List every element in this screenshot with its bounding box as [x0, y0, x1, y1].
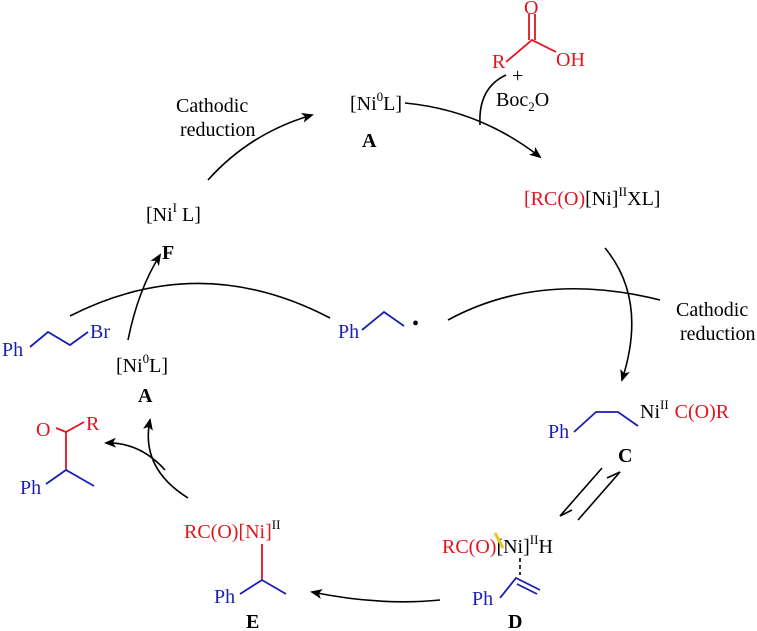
- cathodic-right-line1: Cathodic: [676, 299, 748, 321]
- bromide-br: Br: [90, 321, 110, 343]
- bromide-ph: Ph: [2, 339, 23, 361]
- phenethyl-bromide: Ph Br: [2, 321, 110, 361]
- arrow-f-to-a: [207, 112, 314, 181]
- arrow-a-to-f: [127, 253, 162, 341]
- d-ph: Ph: [472, 588, 493, 610]
- arrow-a-to-acyl: [404, 102, 542, 159]
- cathodic-left-line2: reduction: [180, 119, 256, 141]
- acid-r-group: R: [492, 51, 506, 73]
- e-ph: Ph: [214, 586, 235, 608]
- arrow-d-to-e: [310, 589, 441, 603]
- d-species-group: RC(O)[Ni]IIH Ph: [442, 532, 553, 610]
- ni0-top-species: [Ni0L]: [350, 89, 402, 115]
- arc-radical-left: [69, 282, 331, 319]
- equilibrium-arrow-forward: [559, 467, 603, 517]
- d-yellow-bond: [493, 532, 505, 549]
- label-f: F: [162, 242, 174, 264]
- plus-sign: +: [512, 65, 523, 87]
- equilibrium-head-forward: [559, 509, 573, 517]
- acid-oh: OH: [556, 49, 585, 71]
- acid-oxygen: O: [524, 0, 538, 19]
- ketone-product: O R Ph: [20, 413, 100, 499]
- label-c: C: [618, 445, 632, 467]
- arc-radical-right: [447, 288, 661, 321]
- radical-dot: •: [412, 313, 419, 335]
- cathodic-left-line1: Cathodic: [176, 95, 248, 117]
- radical-ph: Ph: [338, 321, 359, 343]
- arrow-acyl-to-c: [604, 247, 633, 382]
- d-nickel-hydride: RC(O)[Ni]IIH: [442, 532, 553, 558]
- acyl-nickel-species: [RC(O)[Ni]IIXL]: [524, 184, 660, 210]
- label-a-top: A: [362, 130, 377, 152]
- arrow-acid-addition: [479, 74, 507, 126]
- arrow-to-ketone: [104, 437, 166, 471]
- e-species-group: RC(O)[Ni]II Ph: [184, 517, 287, 608]
- label-a-left: A: [138, 385, 153, 407]
- label-e: E: [246, 611, 259, 631]
- boc2o-reagent: Boc2O: [496, 89, 549, 114]
- ni1-f-species: [NiI L]: [146, 200, 201, 226]
- phenethyl-radical: Ph •: [338, 310, 419, 343]
- label-d: D: [508, 611, 522, 631]
- carboxylic-acid: O R OH: [492, 0, 585, 73]
- c-ph: Ph: [548, 421, 569, 443]
- cathodic-right-line2: reduction: [680, 323, 756, 345]
- ketone-ph: Ph: [20, 477, 41, 499]
- equilibrium-head-back: [606, 471, 621, 479]
- ni0-left-species: [Ni0L]: [116, 351, 168, 377]
- arrow-e-to-a: [143, 418, 189, 499]
- ketone-r: R: [86, 413, 100, 435]
- e-nickel-acyl: RC(O)[Ni]II: [184, 517, 280, 543]
- equilibrium-arrow-back: [577, 471, 621, 521]
- ketone-oxygen: O: [36, 419, 50, 441]
